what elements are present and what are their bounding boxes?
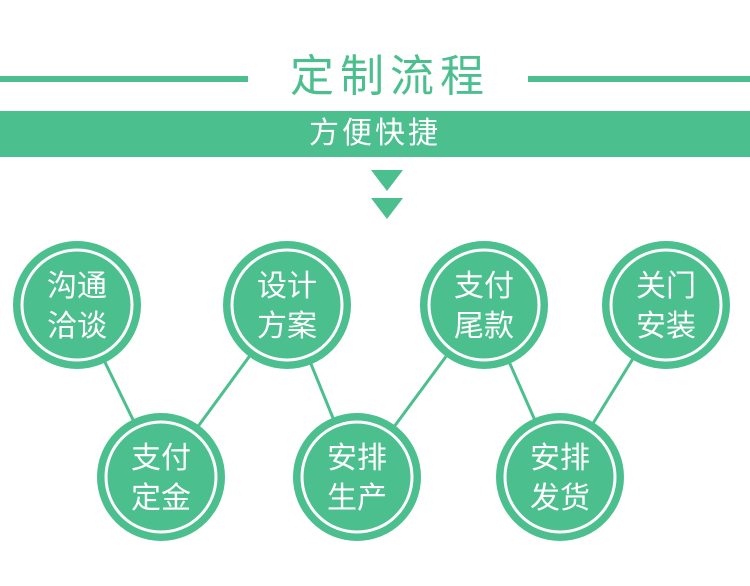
step-label-line2: 定金	[131, 481, 191, 516]
step-circle-outer	[13, 241, 141, 369]
step-label-line2: 发货	[530, 481, 590, 516]
page-title: 定制流程	[290, 51, 490, 102]
double-chevron-down-icon	[371, 170, 403, 219]
step-circle-ring	[609, 248, 723, 362]
step-label-line1: 关门	[636, 269, 696, 304]
step-circle-ring	[427, 248, 541, 362]
step-label-line1: 安排	[327, 441, 387, 476]
step-label-line2: 生产	[327, 481, 387, 516]
subtitle-band	[0, 111, 750, 157]
step-label-line2: 尾款	[454, 309, 514, 344]
step-circle-outer	[602, 241, 730, 369]
step-label-line1: 设计	[257, 269, 317, 304]
subtitle: 方便快捷	[309, 116, 441, 151]
step-label-line1: 沟通	[47, 269, 107, 304]
step-circle-ring	[20, 248, 134, 362]
step-circle-outer	[420, 241, 548, 369]
step-label-line1: 安排	[530, 441, 590, 476]
step-circle-ring	[104, 420, 218, 534]
step-label-line1: 支付	[131, 441, 191, 476]
title-rule-right	[528, 76, 750, 82]
step-circle-ring	[503, 420, 617, 534]
step-circle-ring	[300, 420, 414, 534]
step-label-line1: 支付	[454, 269, 514, 304]
step-circle-ring	[230, 248, 344, 362]
step-label-line2: 洽谈	[47, 309, 107, 344]
title-rule-left	[0, 76, 248, 82]
step-circle-outer	[223, 241, 351, 369]
step-label-line2: 安装	[636, 309, 696, 344]
step-circle-outer	[97, 413, 225, 541]
step-label-line2: 方案	[257, 309, 317, 344]
step-circle-outer	[293, 413, 421, 541]
step-circle-outer	[496, 413, 624, 541]
